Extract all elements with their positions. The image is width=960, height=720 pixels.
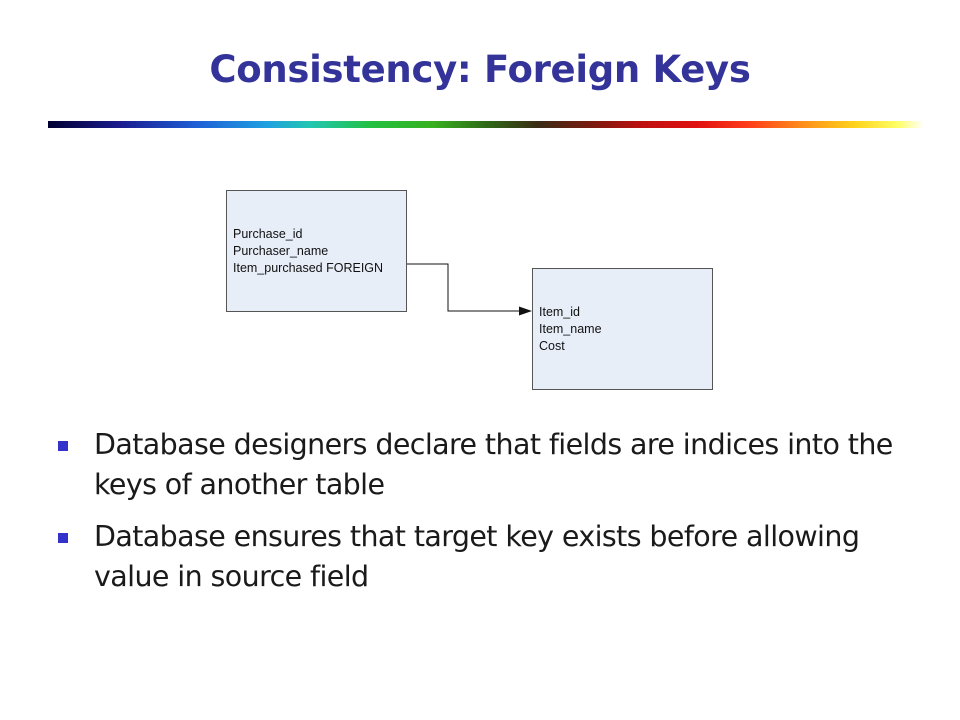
foreign-key-connector-line [407,263,520,312]
title-divider [48,121,924,128]
slide-title: Consistency: Foreign Keys [209,48,751,91]
bullet-item: Database designers declare that fields a… [58,425,938,505]
item-id-field: Item_id [539,305,580,319]
item-purchased-foreign-field: Item_purchased FOREIGN [233,261,384,275]
cost-field: Cost [539,339,565,353]
square-bullet-icon [58,533,68,543]
item-table: Item_id Item_name Cost [532,268,713,390]
purchase-table: Purchase_id Purchaser_name Item_purchase… [226,190,407,312]
purchaser-name-field: Purchaser_name [233,244,329,258]
arrowhead-icon [519,306,532,316]
item-name-field: Item_name [539,322,602,336]
purchase-id-field: Purchase_id [233,227,303,241]
bullet-text: Database ensures that target key exists … [94,520,860,593]
square-bullet-icon [58,441,68,451]
bullet-item: Database ensures that target key exists … [58,517,938,597]
bullet-text: Database designers declare that fields a… [94,428,893,501]
bullet-list: Database designers declare that fields a… [58,425,938,609]
